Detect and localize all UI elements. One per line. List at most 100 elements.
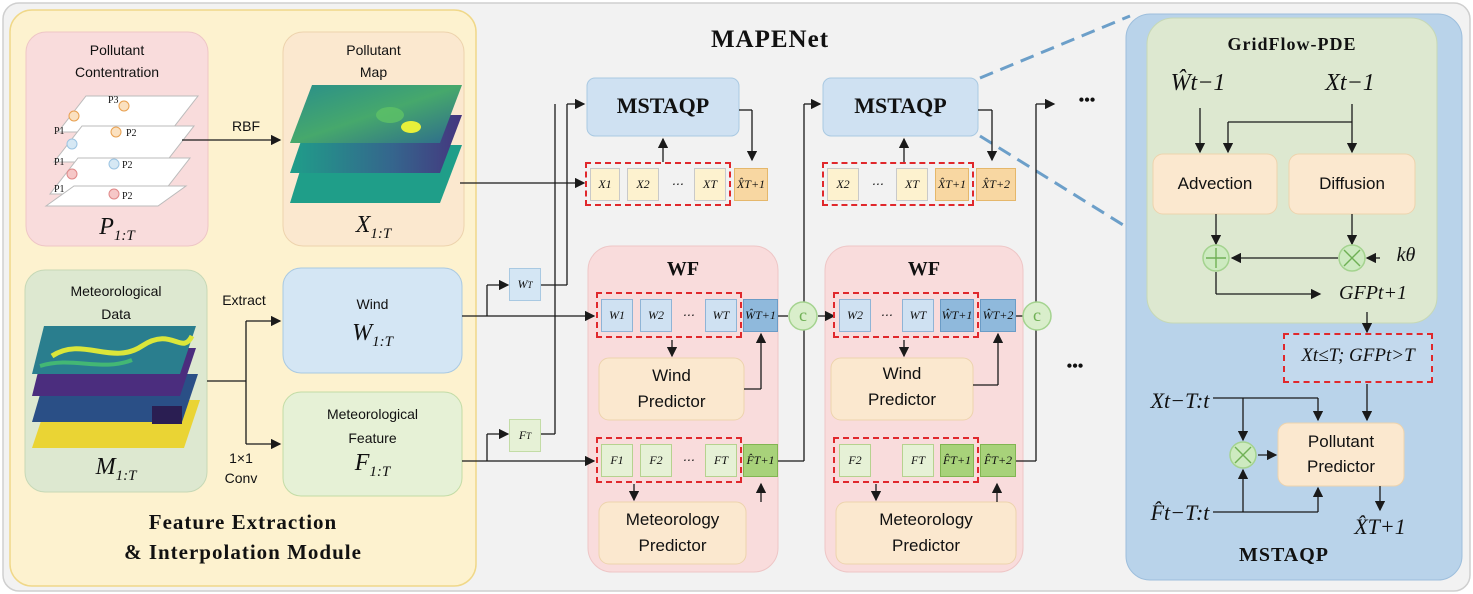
f2-cell-5: F̂T+2 (980, 444, 1016, 477)
w1-cell-2: W2 (640, 299, 672, 332)
x2-cell-1: X2 (827, 168, 859, 201)
x1-cell-4: XT (694, 168, 726, 201)
point-label-p2b: P2 (122, 160, 133, 171)
w2-cell-1: W2 (839, 299, 871, 332)
x1-cell-3: ⋯ (671, 177, 683, 191)
f-window-label: F̂t−T:t (1150, 500, 1210, 525)
diffusion-label: Diffusion (1319, 174, 1385, 193)
concat-input-box (1283, 333, 1433, 383)
x2-cell-2: ⋯ (871, 177, 883, 191)
concat-input-label: Xt≤T; GFPt>T (1301, 345, 1415, 366)
met-predictor1-line1: Meteorology (625, 510, 720, 529)
x2-cell-3: XT (896, 168, 928, 201)
wind-predictor1-line2: Predictor (637, 392, 706, 411)
met-predictor2-line2: Predictor (891, 536, 961, 555)
mstaqp2-label: MSTAQP (854, 93, 947, 118)
met-predictor1-line2: Predictor (638, 536, 707, 555)
w-window-1 (596, 292, 742, 338)
met-data-label-2: Data (101, 306, 131, 322)
met-predictor2-line1: Meteorology (879, 510, 973, 529)
extract-label: Extract (222, 292, 266, 308)
met-feature-label-2: Feature (348, 430, 397, 446)
pollutant-conc-label-2: Contentration (74, 64, 160, 80)
w1-cell-1: W1 (601, 299, 633, 332)
w2-cell-2: ⋯ (880, 308, 892, 322)
diagram-title: MAPENet (710, 26, 830, 53)
w2-cell-4: ŴT+1 (940, 299, 974, 332)
met-data-label-1: Meteorological (70, 283, 162, 299)
pollutant-predictor-shape (1277, 422, 1405, 487)
k-theta-label: kθ (1396, 244, 1416, 266)
pollutant-map-label-2: Map (359, 64, 388, 80)
concentration-planes (44, 95, 200, 207)
conv-label-2: Conv (224, 470, 258, 486)
point-label-p1b: P1 (54, 157, 65, 168)
conv-label-1: 1×1 (229, 450, 253, 466)
wind-predictor1-line1: Wind (652, 366, 691, 385)
w-symbol: W1:T (352, 320, 393, 350)
pollutant-predictor-line1: Pollutant (1307, 432, 1375, 451)
pollutant-map-label-1: Pollutant (346, 42, 401, 58)
wind-predictor2-line1: Wind (882, 364, 922, 383)
rbf-label: RBF (232, 118, 260, 134)
zoom-line-top (979, 14, 1131, 80)
operators (788, 244, 1366, 469)
f2-cell-4: F̂T+1 (940, 444, 974, 477)
w2-cell-5: ŴT+2 (980, 299, 1016, 332)
point-label-p1a: P1 (54, 126, 65, 137)
x1-cell-2: X2 (627, 168, 659, 201)
wf1-title: WF (666, 258, 700, 280)
f1-cell-5: F̂T+1 (743, 444, 778, 477)
w2-cell-3: WT (902, 299, 934, 332)
output-label: X̂T+1 (1354, 514, 1406, 539)
wf2-title: WF (907, 258, 941, 280)
detail-title: MSTAQP (1238, 544, 1330, 566)
f-window-1 (596, 437, 742, 483)
wind-predictor2-line2: Predictor (867, 390, 937, 409)
point-label-p2a: P2 (126, 128, 137, 139)
wind-box-shape (282, 267, 463, 374)
wind-predictor2-shape (830, 357, 974, 421)
ellipsis-mid: ••• (1066, 358, 1084, 375)
concat2-symbol: c (1033, 305, 1041, 325)
x2-cell-5: X̂T+2 (976, 168, 1016, 201)
mstaqp1-shape (586, 77, 740, 137)
met-feature-box-shape (282, 391, 463, 497)
met-feature-label-1: Meteorological (326, 406, 419, 422)
gfp-label: GFPt+1 (1339, 282, 1407, 304)
point-label-p1c: P1 (54, 184, 65, 195)
f2-cell-3: FT (902, 444, 934, 477)
concat1-symbol: c (799, 305, 807, 325)
pollutant-predictor-line2: Predictor (1306, 457, 1376, 476)
mstaqp2-shape (822, 77, 979, 137)
f2-cell-1: F2 (839, 444, 871, 477)
feim-title-1: Feature Extraction (148, 510, 338, 534)
mstaqp1-label: MSTAQP (616, 93, 710, 118)
advection-shape (1152, 153, 1278, 215)
point-label-p2c: P2 (122, 191, 133, 202)
x2-cell-4: X̂T+1 (935, 168, 969, 201)
p-symbol: P1:T (99, 214, 135, 244)
m-symbol: M1:T (95, 454, 137, 484)
met-predictor1-shape (598, 501, 747, 565)
x-window-label: Xt−T:t (1150, 388, 1210, 413)
w-prev-label: Ŵt−1 (1170, 70, 1226, 96)
met-data-layers (32, 326, 200, 448)
w1-cell-5: ŴT+1 (743, 299, 778, 332)
w1-cell-3: ⋯ (682, 308, 694, 322)
x-window-1 (585, 162, 731, 206)
wind-label: Wind (356, 296, 389, 312)
f1-cell-2: F2 (640, 444, 672, 477)
pollutant-conc-label-1: Pollutant (89, 42, 145, 58)
feim-title-2: & Interpolation Module (124, 540, 362, 564)
gridflow-title: GridFlow-PDE (1227, 34, 1357, 54)
f1-cell-3: ⋯ (682, 453, 694, 467)
pollutant-map-layers (290, 85, 462, 203)
met-predictor2-shape (835, 501, 1017, 565)
x-symbol: X1:T (355, 212, 392, 242)
x1-cell-5: X̂T+1 (734, 168, 768, 201)
x1-cell-1: X1 (590, 168, 620, 201)
